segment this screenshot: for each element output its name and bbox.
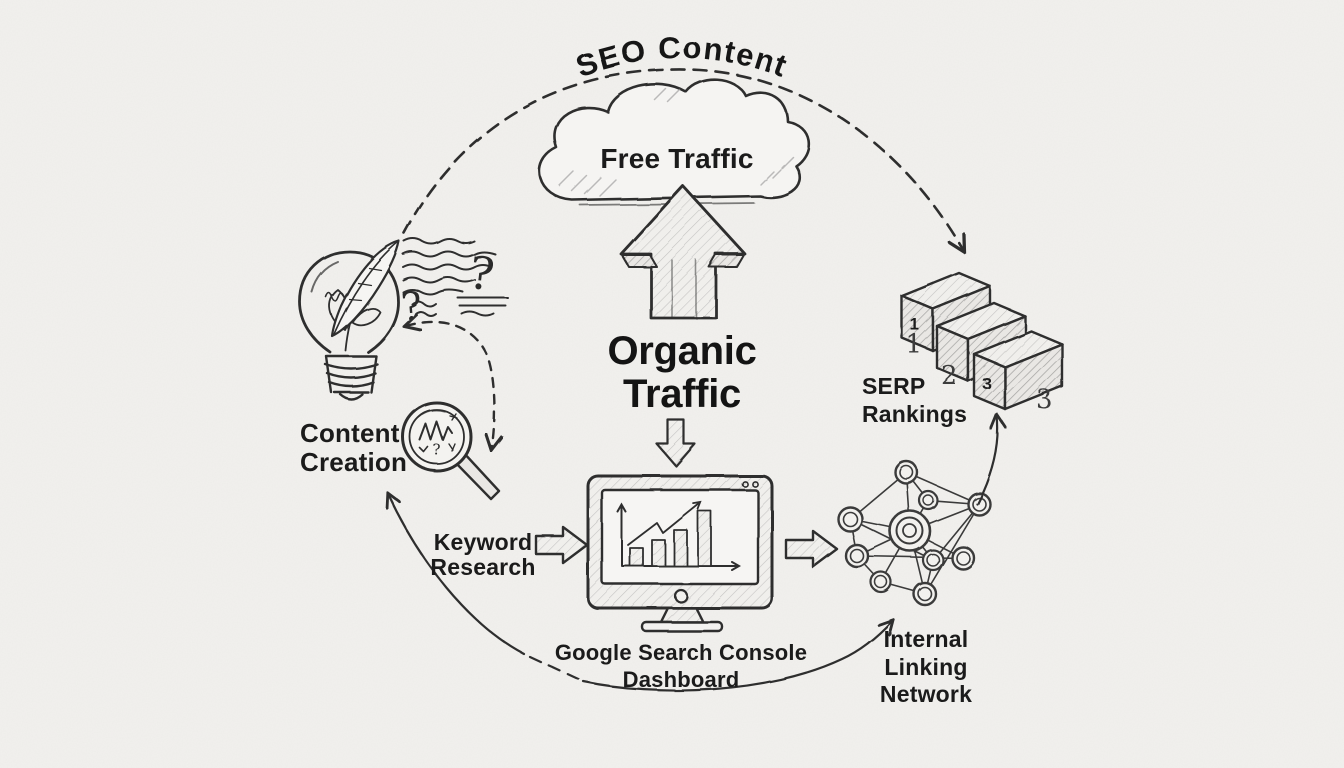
bar-1 (629, 547, 644, 567)
console-to-creation-arrow (388, 494, 526, 656)
keyword-research-label: Keyword Research (418, 529, 548, 581)
bar-2 (651, 539, 666, 567)
monitor-button (673, 588, 689, 604)
bar-3 (673, 529, 688, 567)
internal-linking-line3: Network (879, 681, 973, 708)
creation-to-serp-arc (402, 68, 963, 250)
serp-boxes-icon (900, 271, 1064, 411)
organic-traffic-line2: Traffic (623, 372, 741, 417)
console-line1: Google Search Console (554, 640, 808, 665)
organic-traffic-label: Organic Traffic (590, 329, 774, 417)
cycle-dashed-segment (528, 655, 582, 682)
keyword-research-line2: Research (430, 554, 536, 581)
free-traffic-label: Free Traffic (577, 143, 777, 175)
console-line2: Dashboard (622, 666, 740, 692)
cloud-icon (538, 78, 811, 206)
serp-rankings-line2: Rankings (862, 400, 968, 427)
content-creation-line2: Creation (300, 446, 408, 477)
content-creation-label: Content Creation (300, 419, 407, 476)
internal-linking-network-label: Internal Linking Network (853, 626, 999, 709)
lightbulb-icon (298, 239, 401, 401)
console-to-linking-arrow (582, 621, 892, 692)
internal-linking-line1: Internal (883, 626, 969, 652)
monitor-stand (659, 606, 705, 624)
sparkle (449, 413, 458, 421)
serp-rank-number-1: 1 (906, 330, 923, 360)
keyword-research-line1: Keyword (433, 529, 533, 555)
content-creation-line1: Content (300, 418, 400, 448)
google-search-console-label: Google Search Console Dashboard (551, 640, 811, 694)
linking-to-serp-arrow (975, 416, 998, 506)
chart-icon (617, 501, 742, 571)
serp-rankings-line1: SERP (862, 373, 926, 399)
bulb-base (323, 354, 379, 401)
down-arrow-icon (655, 418, 697, 468)
feather-icon (330, 239, 401, 338)
console-to-network-arrow (784, 529, 839, 569)
serp-box-3-face-number: 3 (982, 374, 991, 393)
magnifier-question-mark: ? (433, 441, 441, 459)
cloud-hatching (559, 88, 794, 197)
internal-linking-line2: Linking (884, 653, 968, 680)
network-nodes (836, 459, 992, 607)
idea-to-keyword-arrow (406, 322, 495, 449)
leaf-icon (351, 307, 381, 326)
network-icon (836, 459, 992, 607)
trend-line (627, 501, 703, 546)
serp-rank-number-2: 2 (941, 361, 958, 391)
serp-box-1-face-number: 1 (910, 315, 919, 334)
bar-4 (697, 510, 712, 567)
monitor-base (640, 620, 724, 633)
bulb-highlight (311, 261, 339, 293)
organic-traffic-line1: Organic (607, 329, 757, 373)
serp-box-3 (972, 329, 1064, 411)
keyword-to-console-arrow (534, 525, 589, 565)
serp-rank-number-3: 3 (1036, 385, 1053, 415)
monitor-icon (586, 474, 774, 633)
free-traffic-text: Free Traffic (600, 143, 754, 174)
serp-rankings-label: SERP Rankings (862, 373, 967, 428)
trend-squiggle (419, 421, 453, 441)
up-arrow-icon (619, 184, 747, 320)
magnifier-icon (401, 401, 501, 501)
